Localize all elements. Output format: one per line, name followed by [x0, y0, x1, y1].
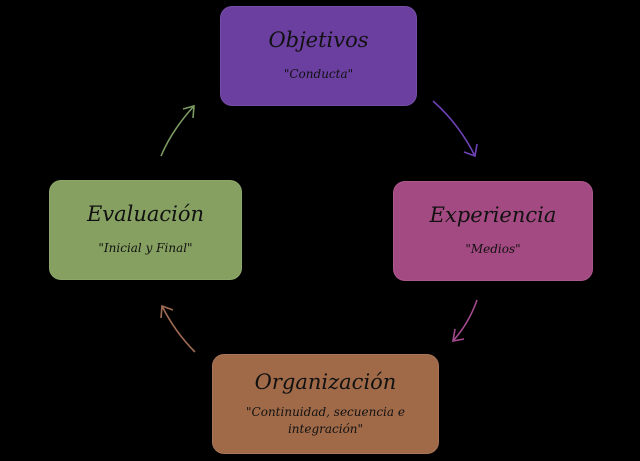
arrowhead-objetivos-to-experiencia: [463, 143, 478, 158]
node-organizacion: Organización "Continuidad, secuencia e i…: [212, 354, 439, 454]
node-objetivos: Objetivos "Conducta": [220, 6, 417, 106]
arrow-experiencia-to-organizacion: [452, 299, 478, 342]
arrow-evaluacion-to-objetivos: [160, 105, 195, 157]
node-subtitle: "Conducta": [283, 67, 354, 82]
arrow-objetivos-to-experiencia: [432, 100, 476, 157]
node-evaluacion: Evaluación "Inicial y Final": [49, 180, 242, 280]
arrowhead-organizacion-to-evaluacion: [160, 304, 174, 319]
node-experiencia: Experiencia "Medios": [393, 181, 593, 281]
node-subtitle: "Inicial y Final": [98, 241, 193, 256]
arrowhead-experiencia-to-organizacion: [452, 328, 465, 342]
node-subtitle: "Continuidad, secuencia e integración": [246, 405, 405, 436]
node-title: Objetivos: [268, 28, 369, 53]
node-subtitle: "Medios": [465, 242, 521, 257]
node-title: Experiencia: [429, 203, 557, 228]
arrow-organizacion-to-evaluacion: [161, 305, 196, 353]
node-title: Organización: [254, 370, 397, 395]
arrowhead-evaluacion-to-objetivos: [182, 104, 195, 119]
node-title: Evaluación: [86, 202, 205, 227]
